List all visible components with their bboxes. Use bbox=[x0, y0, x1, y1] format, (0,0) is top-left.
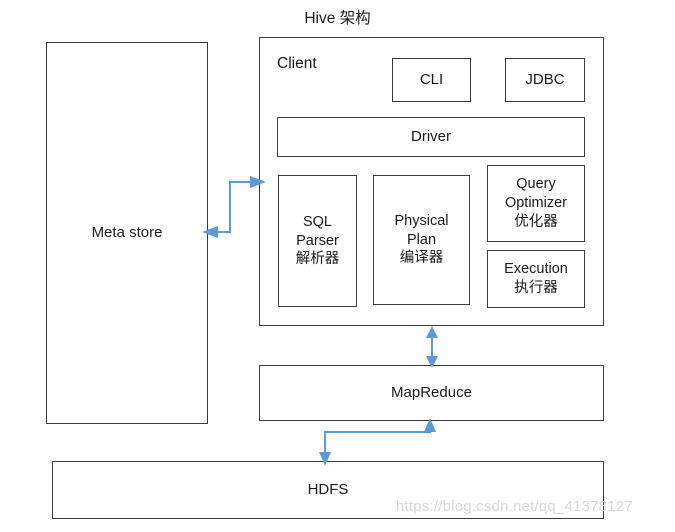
node-physical-plan-label: Physical Plan 编译器 bbox=[394, 212, 449, 267]
node-meta-store-label: Meta store bbox=[91, 224, 163, 242]
node-physical-plan: Physical Plan 编译器 bbox=[373, 175, 470, 305]
node-hdfs-label: HDFS bbox=[307, 481, 349, 499]
node-cli-label: CLI bbox=[419, 71, 444, 89]
node-jdbc: JDBC bbox=[505, 58, 585, 102]
node-sql-parser: SQL Parser 解析器 bbox=[278, 175, 357, 307]
diagram-title: Hive 架构 bbox=[304, 10, 371, 27]
node-sql-parser-label: SQL Parser 解析器 bbox=[295, 213, 340, 268]
node-execution: Execution 执行器 bbox=[487, 250, 585, 308]
node-mapreduce-label: MapReduce bbox=[391, 384, 472, 402]
watermark: https://blog.csdn.net/qq_41378127 bbox=[396, 498, 633, 515]
node-driver-label: Driver bbox=[411, 128, 451, 146]
node-execution-label: Execution 执行器 bbox=[504, 261, 568, 296]
node-query-optimizer: Query Optimizer 优化器 bbox=[487, 165, 585, 242]
connector-client-mapreduce-arrow-icon bbox=[426, 326, 438, 368]
node-jdbc-label: JDBC bbox=[525, 71, 565, 89]
node-query-optimizer-label: Query Optimizer 优化器 bbox=[504, 176, 568, 230]
node-driver: Driver bbox=[277, 117, 585, 157]
node-cli: CLI bbox=[392, 58, 471, 102]
connector-meta-store-client-arrow-icon bbox=[202, 176, 266, 238]
node-client-label: Client bbox=[277, 55, 317, 72]
node-meta-store: Meta store bbox=[46, 42, 208, 424]
connector-mapreduce-hdfs-arrow-icon bbox=[319, 418, 436, 466]
node-mapreduce: MapReduce bbox=[259, 365, 604, 421]
node-hdfs: HDFS bbox=[52, 461, 604, 519]
